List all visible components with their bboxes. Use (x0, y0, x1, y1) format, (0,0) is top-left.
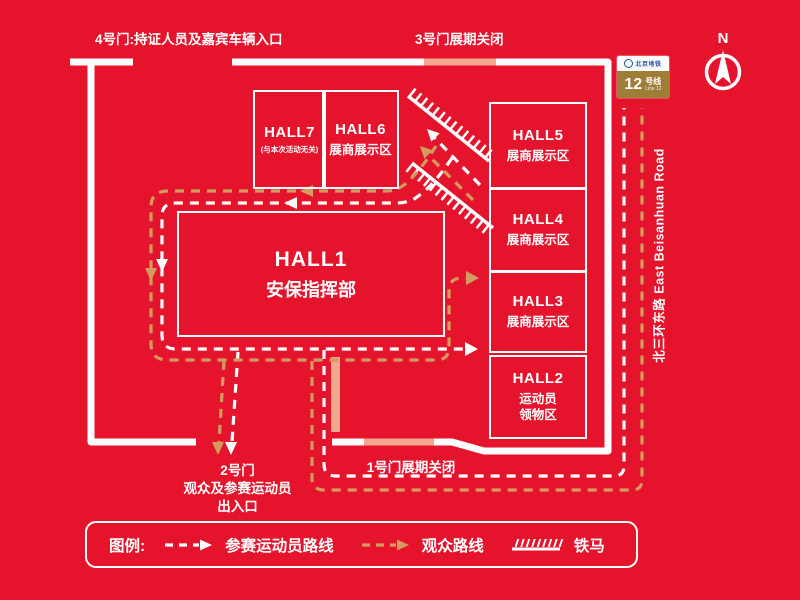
gate2-label-line1: 2号门 (220, 463, 255, 478)
hall-7-subtitle: (与本次活动无关) (260, 145, 319, 155)
hall-1-subtitle: 安保指挥部 (266, 279, 356, 300)
subway-operator-row: 北京地铁 (617, 56, 669, 71)
spectator-route (149, 108, 644, 492)
hall-5-subtitle: 展商展示区 (506, 148, 570, 163)
barrier-label: 铁马 (573, 537, 605, 555)
legend-title: 图例: (109, 537, 146, 555)
athlete-route-swatch-icon (165, 539, 213, 550)
hall-3: HALL3 展商展示区 (489, 271, 587, 353)
compass-icon (704, 50, 742, 91)
subway-operator-label: 北京地铁 (635, 62, 662, 68)
closed-gate-marks (331, 58, 496, 446)
hall-6-subtitle: 展商展示区 (329, 142, 392, 157)
spectator-route-label: 观众路线 (421, 537, 484, 555)
hall-2-subtitle2: 领物区 (519, 408, 557, 423)
legend: 图例: 参赛运动员路线 观众路线 铁马 (85, 521, 638, 568)
subway-line-number: 12 (624, 75, 643, 93)
hall-5-name: HALL5 (512, 126, 564, 144)
hall-6: HALL6 展商展示区 (322, 90, 399, 189)
hall-7: HALL7 (与本次活动无关) (253, 90, 326, 189)
barrier-tiema (405, 87, 496, 237)
hall-4-subtitle: 展商展示区 (506, 233, 570, 248)
hall-5: HALL5 展商展示区 (489, 102, 587, 189)
subway-line-badge: 北京地铁 12 号线 Line 12 (617, 56, 669, 98)
gate2-label: 2号门 观众及参赛运动员 出入口 (160, 462, 315, 516)
hall-2: HALL2 运动员 领物区 (489, 355, 587, 439)
compass-n-label: N (717, 30, 729, 47)
hall-1-name: HALL1 (274, 247, 348, 271)
hall-3-name: HALL3 (512, 293, 564, 311)
gate1-closed-mark (364, 438, 434, 446)
hall-3-subtitle: 展商展示区 (506, 315, 570, 330)
gate4-label: 4号门:持证人员及嘉宾车辆入口 (95, 32, 283, 47)
hall-7-name: HALL7 (264, 124, 315, 142)
gate2-label-line3: 出入口 (217, 499, 258, 514)
hall-4: HALL4 展商展示区 (489, 188, 587, 272)
barrier-swatch-icon (511, 539, 563, 551)
subway-line-row: 12 号线 Line 12 (617, 71, 669, 98)
hall-2-subtitle: 运动员 (519, 391, 557, 406)
subway-line-unit: 号线 (645, 76, 662, 86)
subway-line-en: Line 12 (645, 85, 662, 92)
hall-6-name: HALL6 (335, 120, 386, 138)
beijing-subway-logo-icon (624, 59, 634, 68)
compass: N (699, 30, 747, 94)
hall-1: HALL1 安保指挥部 (177, 211, 445, 337)
road-name-label: 北三环东路 East Beisanhuan Road (652, 148, 667, 363)
gate3-closed-mark (424, 58, 496, 66)
gate1-label: 1号门展期关闭 (366, 460, 456, 475)
hall-2-name: HALL2 (512, 370, 564, 387)
gate3-label: 3号门展期关闭 (415, 32, 504, 47)
athlete-route-label: 参赛运动员路线 (225, 537, 334, 555)
athlete-route (160, 108, 626, 478)
gate2-label-line2: 观众及参赛运动员 (183, 481, 292, 496)
spectator-route-swatch-icon (361, 539, 409, 550)
hall-4-name: HALL4 (512, 211, 564, 229)
athlete-route-arrows (156, 129, 478, 455)
barrier-bar-mark (331, 357, 340, 432)
